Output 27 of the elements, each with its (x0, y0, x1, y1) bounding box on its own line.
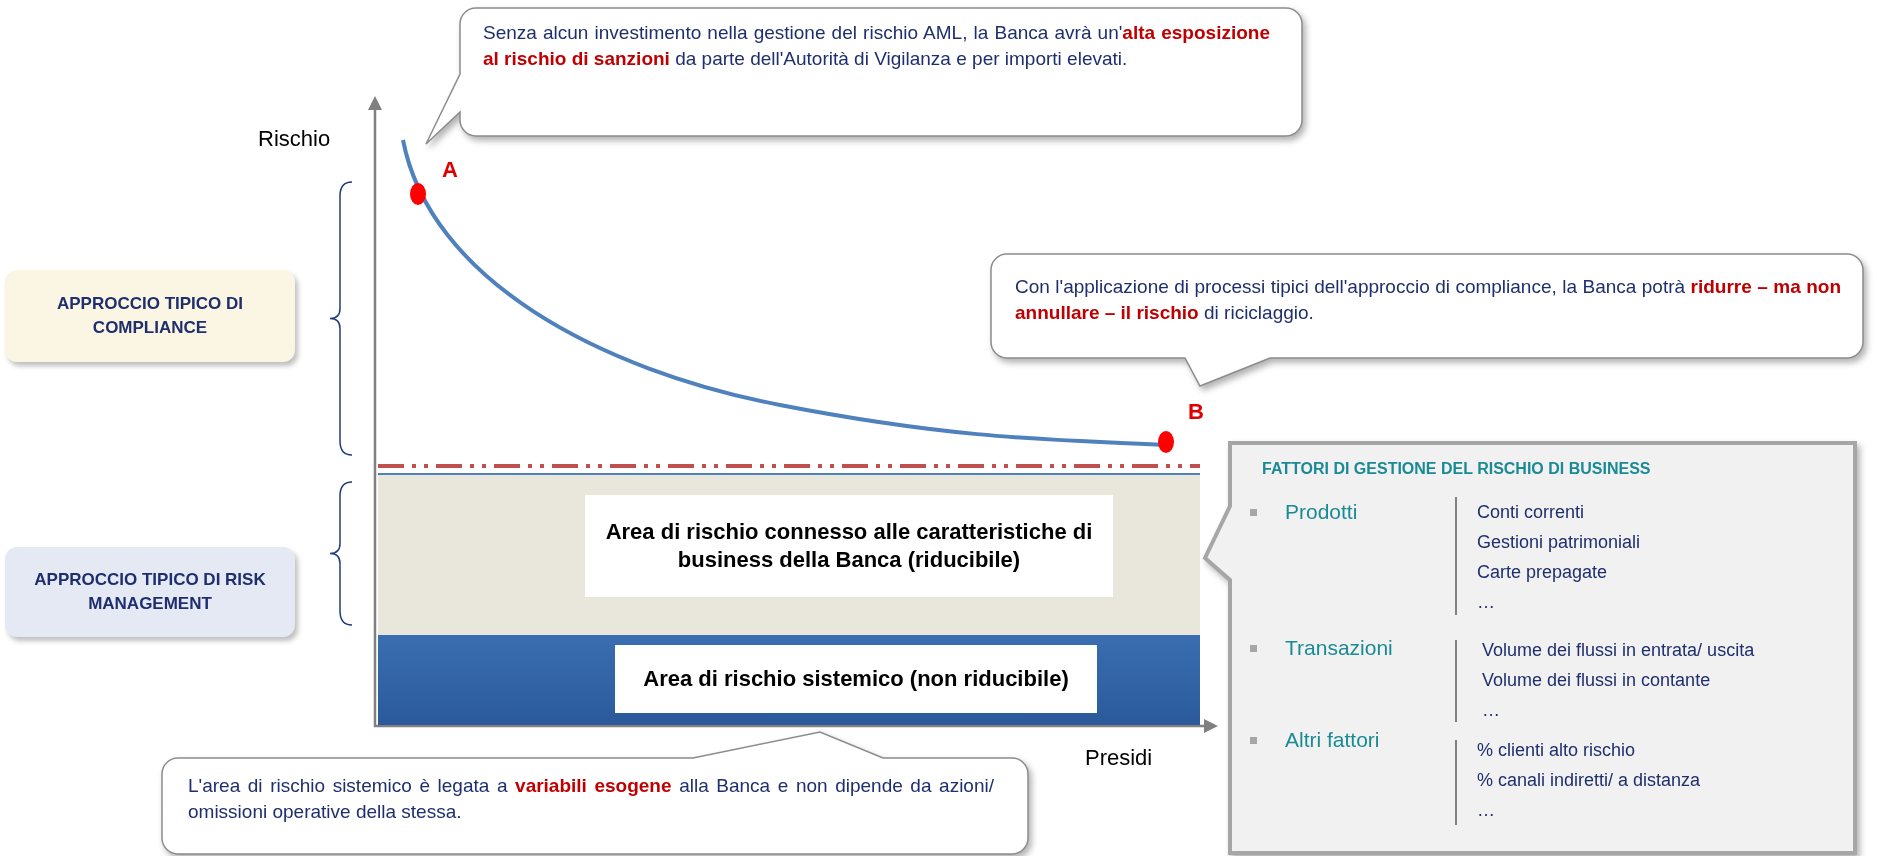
factor-item: Carte prepagate (1477, 562, 1608, 583)
area-label: Area di rischio sistemico (non riducibile) (615, 645, 1097, 713)
factor-item: Gestioni patrimoniali (1477, 532, 1641, 553)
category-label: Transazioni (1285, 636, 1393, 660)
point-label: B (1188, 400, 1204, 424)
category-label: Altri fattori (1285, 728, 1380, 752)
factor-item: … (1482, 700, 1500, 721)
factor-item: Conti correnti (1477, 502, 1585, 523)
risk-band (378, 635, 1200, 725)
area-label: Area di rischio connesso alle caratteristiche di business della Banca (riducibile) (585, 495, 1113, 597)
factor-item: % clienti alto rischio (1477, 740, 1636, 761)
factor-item: … (1477, 800, 1495, 821)
callout-text: Con l'applicazione di processi tipici dell'approccio di compliance, la Banca potrà ridurre – ma non annullare – il rischio di riciclaggio. (1015, 275, 1841, 325)
axis-label: Rischio (258, 126, 331, 152)
factor-item: Volume dei flussi in entrata/ uscita (1482, 640, 1755, 661)
approach-label: APPROCCIO TIPICO DI COMPLIANCE (5, 270, 295, 362)
factor-item: % canali indiretti/ a distanza (1477, 770, 1701, 791)
factor-item: … (1477, 592, 1495, 613)
category-label: Prodotti (1285, 500, 1358, 524)
axis-label: Presidi (1085, 745, 1153, 771)
factor-item: Volume dei flussi in contante (1482, 670, 1711, 691)
approach-label: APPROCCIO TIPICO DI RISK MANAGEMENT (5, 547, 295, 637)
panel-heading: FATTORI DI GESTIONE DEL RISCHIO DI BUSINESS (1262, 460, 1651, 478)
callout-text: L'area di rischio sistemico è legata a variabili esogene alla Banca e non dipende da azioni/ omissioni operative della stessa. (188, 774, 994, 824)
callout-text: Senza alcun investimento nella gestione del rischio AML, la Banca avrà un'alta esposizione al rischio di sanzioni da parte dell'Autorità di Vigilanza e per importi elevati. (483, 21, 1270, 71)
risk-band (378, 473, 1200, 635)
point-label: A (442, 158, 458, 182)
